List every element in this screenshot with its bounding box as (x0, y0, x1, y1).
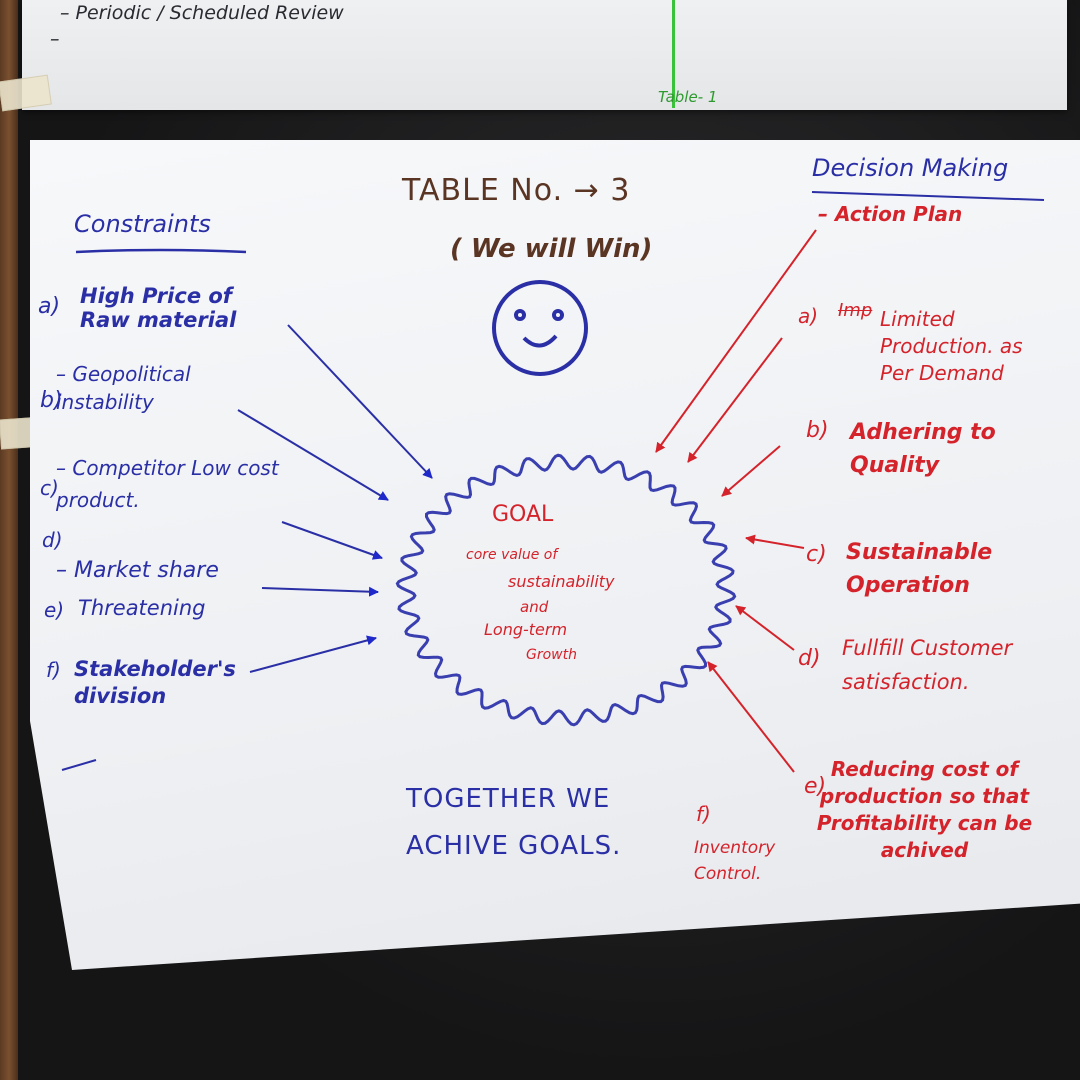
constraint-marker: c) (40, 476, 59, 500)
arrow-a (287, 324, 433, 479)
constraint-text: Threatening (78, 596, 206, 620)
goal-line: core value of (466, 547, 558, 563)
decision-text: Inventory Control. (694, 838, 776, 884)
goal-cloud (395, 453, 737, 727)
goal-heading: GOAL (492, 502, 554, 527)
decision-text: Fullfill Customer satisfaction. (842, 636, 1013, 694)
decision-marker: e) (804, 774, 827, 799)
arrow-action (655, 229, 817, 453)
constraints-underline (75, 248, 247, 254)
constraint-text: – Geopolitical instability (56, 362, 191, 414)
goal-line: Long-term (484, 620, 568, 639)
decision-text: Limited Production. as Per Demand (880, 307, 1023, 385)
arrow-d (735, 605, 795, 651)
goal-line: sustainability (508, 572, 615, 591)
decision-marker: a) (798, 304, 819, 328)
constraint-text: High Price of Raw material (80, 284, 237, 333)
top-poster-sheet: – Periodic / Scheduled Review – Table- 1 (22, 0, 1067, 110)
arrow-c (281, 521, 383, 560)
decision-underline (811, 191, 1045, 201)
top-sheet-table-label: Table- 1 (658, 88, 718, 106)
footer-slogan: TOGETHER WE ACHIVE GOALS. (406, 784, 622, 861)
arrow-e (707, 661, 795, 773)
constraints-heading: Constraints (74, 210, 211, 238)
arrow-c (745, 534, 805, 549)
arrow-d (261, 586, 379, 597)
decision-marker: b) (806, 418, 829, 443)
poster-subtitle: ( We will Win) (450, 234, 653, 264)
arrow-f (249, 635, 377, 673)
constraint-arrows (237, 324, 433, 673)
action-plan-label: – Action Plan (818, 202, 963, 226)
constraint-marker: d) (42, 528, 63, 552)
main-poster-sheet (30, 140, 1080, 970)
constraint-marker: a) (38, 294, 61, 319)
constraint-text: – Market share (56, 558, 219, 583)
constraint-marker: e) (44, 598, 65, 622)
poster-title: TABLE No. → 3 (402, 173, 631, 208)
decision-text: Reducing cost of production so that Prof… (816, 757, 1033, 862)
decision-marker: f) (696, 802, 711, 826)
constraint-marker: b) (40, 388, 63, 413)
top-sheet-line-2: – (50, 28, 60, 50)
decision-marker: d) (798, 646, 821, 671)
decision-text: Sustainable Operation (846, 540, 993, 598)
goal-line: and (520, 598, 549, 616)
decision-text: Adhering to Quality (850, 420, 996, 478)
decision-arrows (655, 229, 817, 773)
decision-strike: Imp (838, 300, 873, 321)
wooden-frame (0, 0, 18, 1080)
constraint-marker: f) (46, 658, 61, 682)
top-sheet-line-1: – Periodic / Scheduled Review (60, 2, 344, 24)
arrow-b (237, 409, 389, 501)
smiley-face-icon (492, 280, 588, 376)
goal-line: Growth (526, 647, 577, 663)
arrow-a (687, 337, 783, 463)
arrow-b (721, 445, 781, 497)
stray-mark (61, 759, 97, 771)
top-sheet-divider (672, 0, 675, 108)
constraint-text: Stakeholder's division (74, 657, 236, 709)
decision-heading: Decision Making (812, 154, 1009, 182)
constraint-text: – Competitor Low cost product. (56, 456, 279, 512)
decision-marker: c) (806, 542, 827, 567)
